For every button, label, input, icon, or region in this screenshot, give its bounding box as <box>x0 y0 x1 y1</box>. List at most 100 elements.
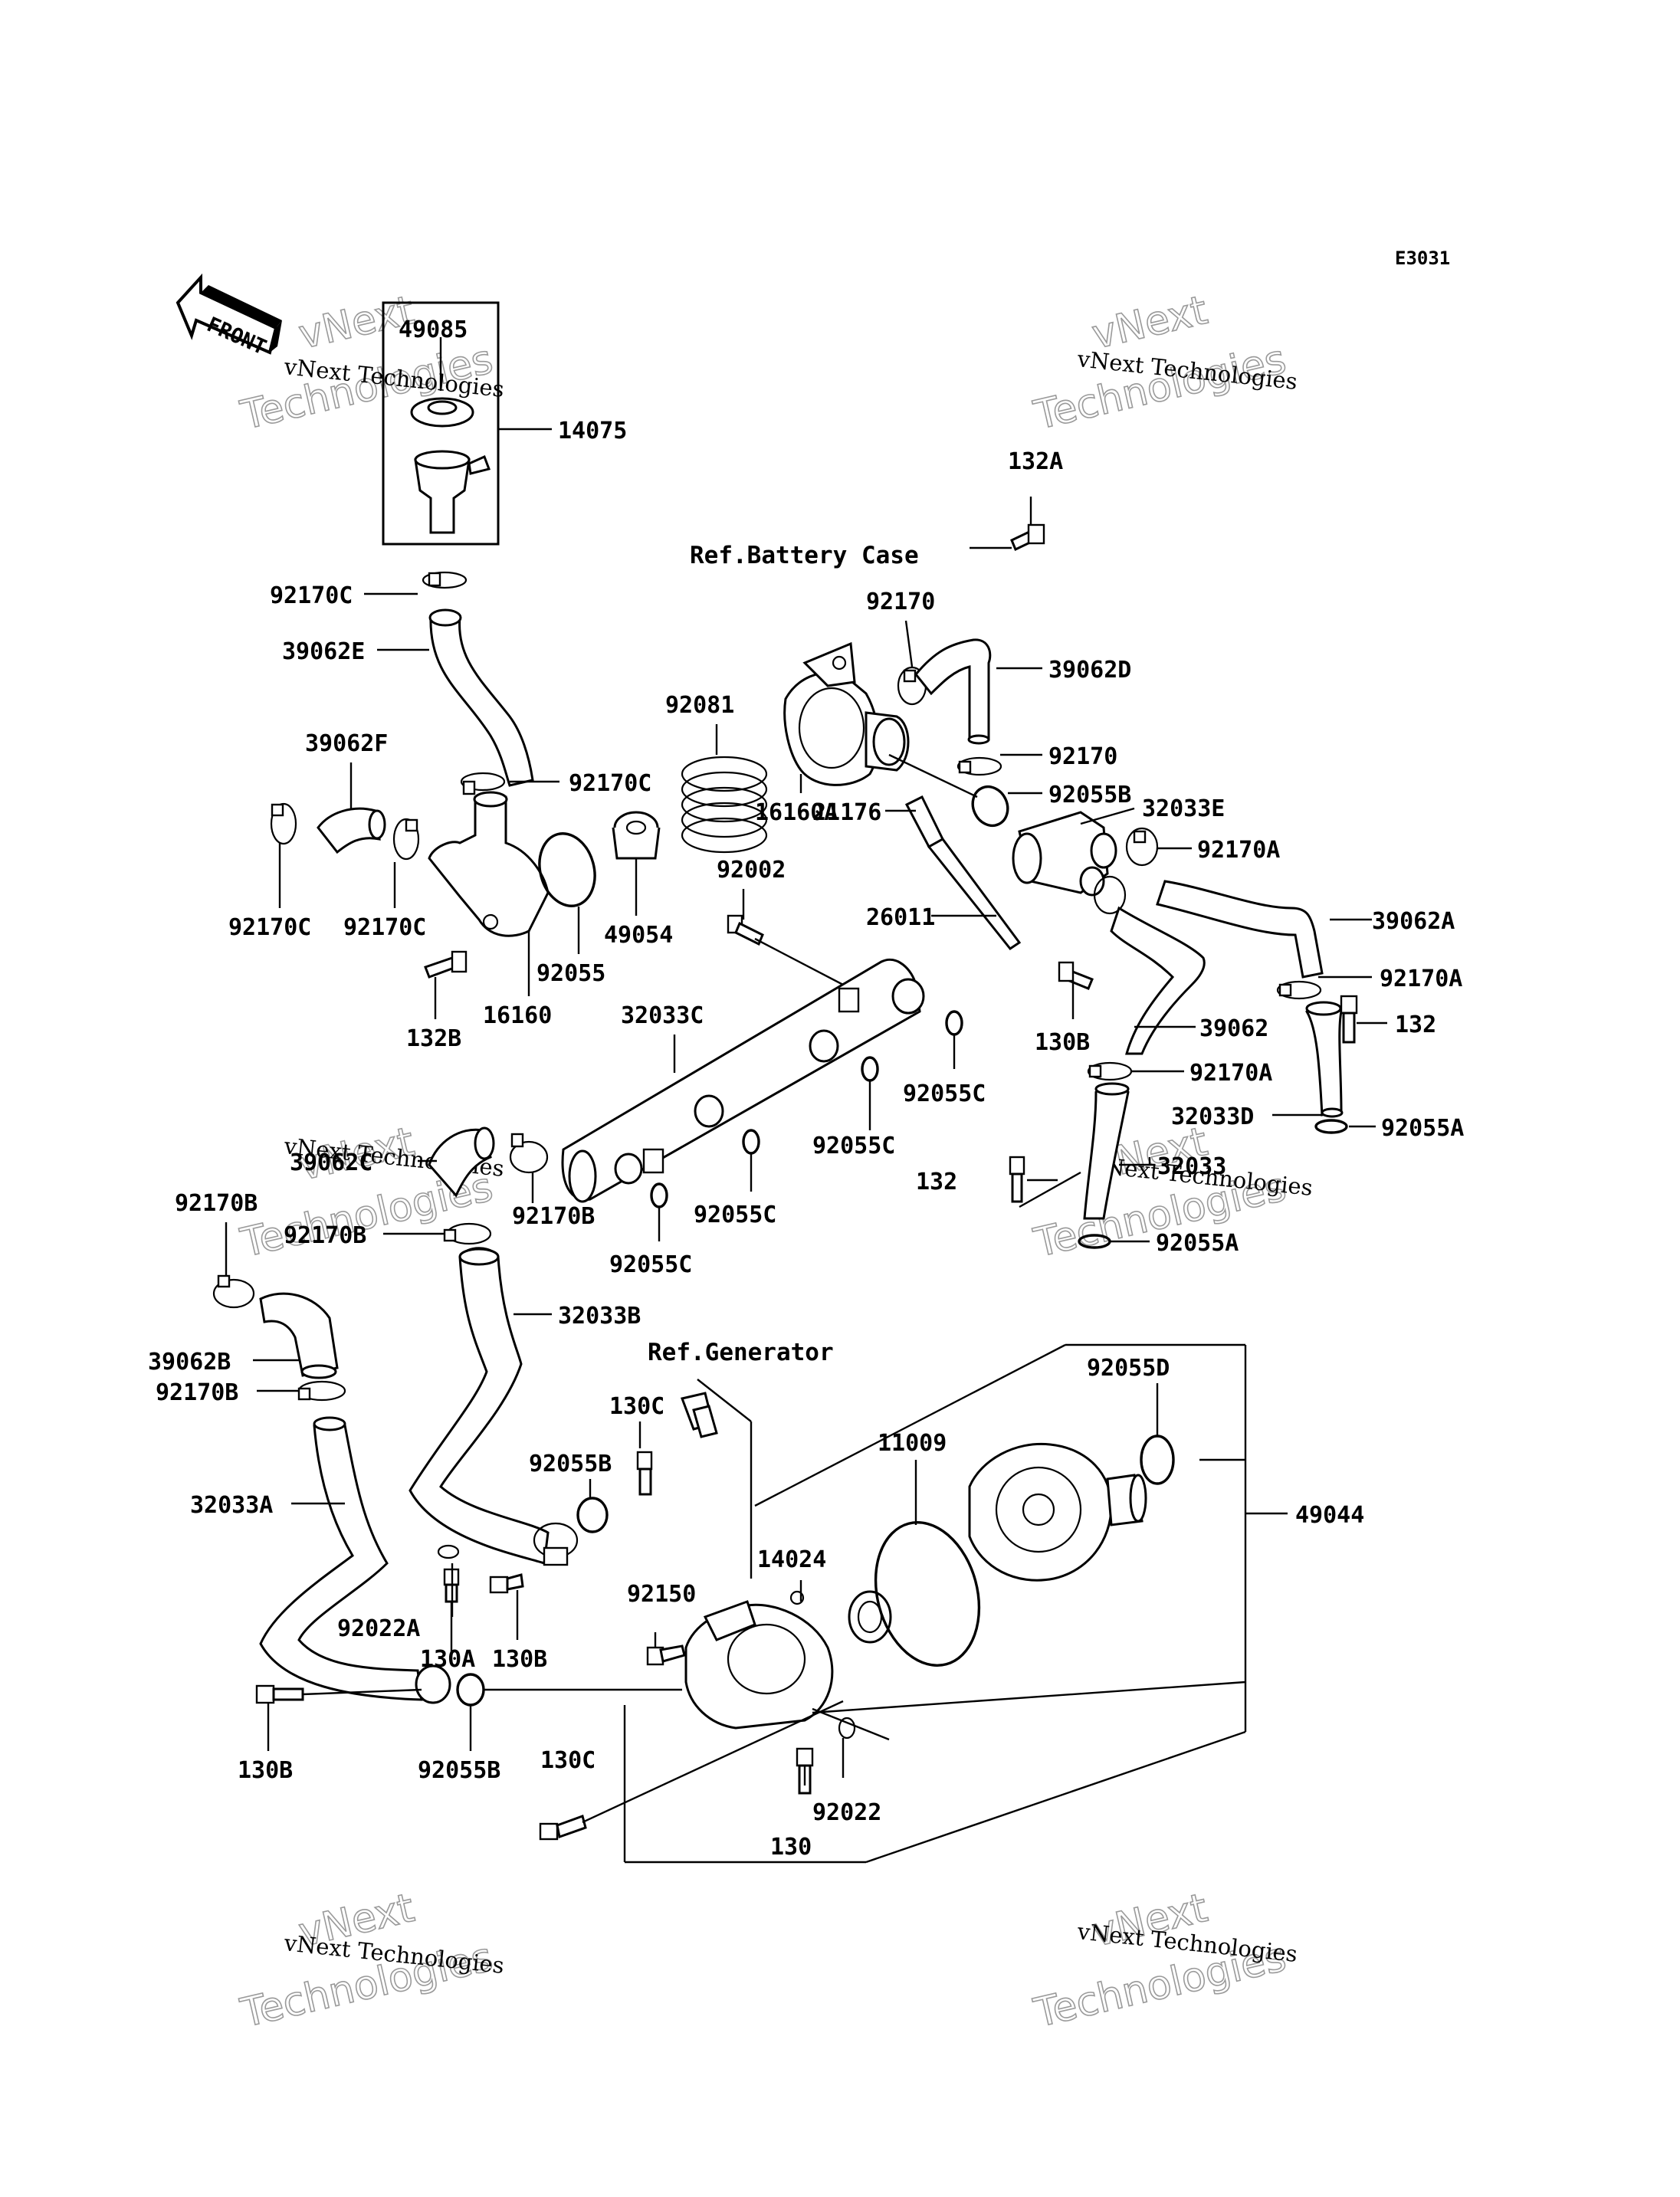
label-92170A-right: 92170A <box>1380 966 1462 992</box>
label-39062D: 39062D <box>1048 657 1131 684</box>
label-130: 130 <box>770 1834 812 1861</box>
label-92170-lower: 92170 <box>1048 743 1117 770</box>
label-32033D: 32033D <box>1171 1103 1254 1130</box>
pump-cover-14024-icon <box>684 1590 834 1730</box>
fitting-32033E-icon <box>1012 811 1117 897</box>
label-16160A: 16160A <box>755 799 838 826</box>
label-130C-lower: 130C <box>540 1747 596 1774</box>
leader-lines <box>225 497 1387 1864</box>
label-92002: 92002 <box>717 857 786 884</box>
label-92055: 92055 <box>536 960 605 987</box>
watermark-top-right: vNext Technologies vNext Technologies <box>1029 287 1299 439</box>
pipe-32033-icon <box>1083 1082 1130 1220</box>
label-92055B-left: 92055B <box>418 1757 500 1784</box>
water-pipe-32033C-icon <box>561 958 925 1203</box>
label-92170C-mid: 92170C <box>569 770 651 797</box>
label-92170C-top: 92170C <box>270 582 353 609</box>
label-92055C-2: 92055C <box>812 1133 895 1159</box>
hose-39062E-icon <box>428 608 534 787</box>
label-92055C-3: 92055C <box>694 1202 776 1228</box>
ref-battery-case-label: Ref.Battery Case <box>690 542 919 569</box>
label-130C-upper: 130C <box>609 1393 664 1420</box>
washer-92022A-icon <box>437 1544 460 1559</box>
bolt-132B-icon <box>424 950 468 979</box>
label-92170B-left: 92170B <box>175 1190 258 1217</box>
hose-clamp-92170A-upper-icon <box>1125 827 1159 867</box>
front-arrow-icon: FRONT <box>176 273 282 359</box>
hose-clamp-92170B-upper-icon <box>509 1133 549 1174</box>
hose-clamp-92170A-lower-pipe-icon <box>1087 1061 1133 1081</box>
hose-clamp-92170-lower-icon <box>956 756 1002 776</box>
label-14024: 14024 <box>757 1546 826 1573</box>
hose-clamp-92170C-left-icon <box>270 802 297 845</box>
o-ring-92055B-top-icon <box>971 785 1009 828</box>
label-92055A-upper: 92055A <box>1381 1115 1464 1142</box>
label-92055B-mid: 92055B <box>529 1451 612 1477</box>
bolt-132-right-icon <box>1340 995 1358 1044</box>
label-39062: 39062 <box>1199 1015 1268 1042</box>
hose-clamp-92170C-top-icon <box>422 571 468 589</box>
diagram-code: E3031 <box>1395 248 1450 269</box>
o-ring-92055C-3-icon <box>742 1129 760 1155</box>
label-132-lower: 132 <box>916 1169 957 1195</box>
label-32033: 32033 <box>1157 1153 1226 1180</box>
label-132A: 132A <box>1008 448 1063 475</box>
hose-32033B-icon <box>409 1247 579 1566</box>
hose-clamp-92170A-lower-icon <box>1093 875 1127 915</box>
hose-clamp-92170B-lower-icon <box>297 1380 346 1402</box>
ref-generator-label: Ref.Generator <box>648 1339 834 1366</box>
label-49054: 49054 <box>604 922 673 949</box>
label-92170B-lower: 92170B <box>156 1379 238 1406</box>
label-92055C-4: 92055C <box>609 1251 692 1278</box>
label-92150: 92150 <box>627 1581 696 1608</box>
label-130B-mid: 130B <box>492 1646 547 1673</box>
label-130B-upper: 130B <box>1035 1029 1090 1056</box>
radiator-cap-assembly <box>382 301 552 546</box>
bolt-130B-mid-icon <box>489 1573 524 1594</box>
hose-39062A-icon <box>1156 880 1324 979</box>
label-92170B-mid: 92170B <box>284 1222 366 1249</box>
label-32033C: 32033C <box>621 1002 704 1029</box>
hose-39062F-icon <box>317 807 386 854</box>
label-14075: 14075 <box>558 418 627 444</box>
seal-icon <box>848 1590 892 1644</box>
label-39062A: 39062A <box>1372 908 1455 935</box>
hose-32033A-icon <box>259 1416 451 1704</box>
hose-39062C-icon <box>428 1126 495 1198</box>
generator-clamp-icon <box>680 1392 718 1438</box>
bolt-130B-upper-icon <box>1058 961 1094 990</box>
watermark-bottom-left: vNext Technologies vNext Technologies <box>236 1884 506 2037</box>
label-92022A: 92022A <box>337 1615 420 1642</box>
label-39062C: 39062C <box>290 1149 372 1176</box>
spring-92081-icon <box>681 756 768 854</box>
label-92170C-right: 92170C <box>343 914 426 941</box>
label-130A: 130A <box>420 1646 475 1673</box>
o-ring-92055A-upper-icon <box>1314 1119 1348 1134</box>
o-ring-92055C-2-icon <box>861 1056 879 1082</box>
thermostat-49054-icon <box>612 811 661 860</box>
hose-39062B-icon <box>259 1292 339 1379</box>
o-ring-92055B-mid-icon <box>576 1497 609 1533</box>
label-39062F: 39062F <box>305 730 388 757</box>
label-92170B-upper: 92170B <box>512 1203 595 1230</box>
watermark-bottom-right: vNext Technologies vNext Technologies <box>1029 1884 1299 2037</box>
bolt-130C-upper-icon <box>636 1451 653 1496</box>
thermostat-cover-16160A-icon <box>783 641 910 786</box>
label-92055B-top: 92055B <box>1048 782 1131 808</box>
sensor-21176-icon <box>904 795 1022 951</box>
bolt-92150-icon <box>646 1644 686 1666</box>
bolt-132A-icon <box>1010 523 1045 552</box>
label-21176-visible: 21176 <box>812 799 881 826</box>
hose-39062-icon <box>1110 906 1206 1055</box>
label-92055A-lower: 92055A <box>1156 1230 1239 1257</box>
label-11009: 11009 <box>878 1430 947 1457</box>
label-39062E: 39062E <box>282 638 365 665</box>
label-16160: 16160 <box>483 1002 552 1029</box>
o-ring-92055C-4-icon <box>650 1182 668 1208</box>
water-pump-impeller-icon <box>968 1442 1147 1582</box>
label-92055C-1: 92055C <box>903 1080 986 1107</box>
hose-clamp-92170C-right-icon <box>392 818 420 861</box>
svg-text:vNext: vNext <box>1088 287 1212 359</box>
o-ring-92055D-icon <box>1140 1435 1175 1485</box>
